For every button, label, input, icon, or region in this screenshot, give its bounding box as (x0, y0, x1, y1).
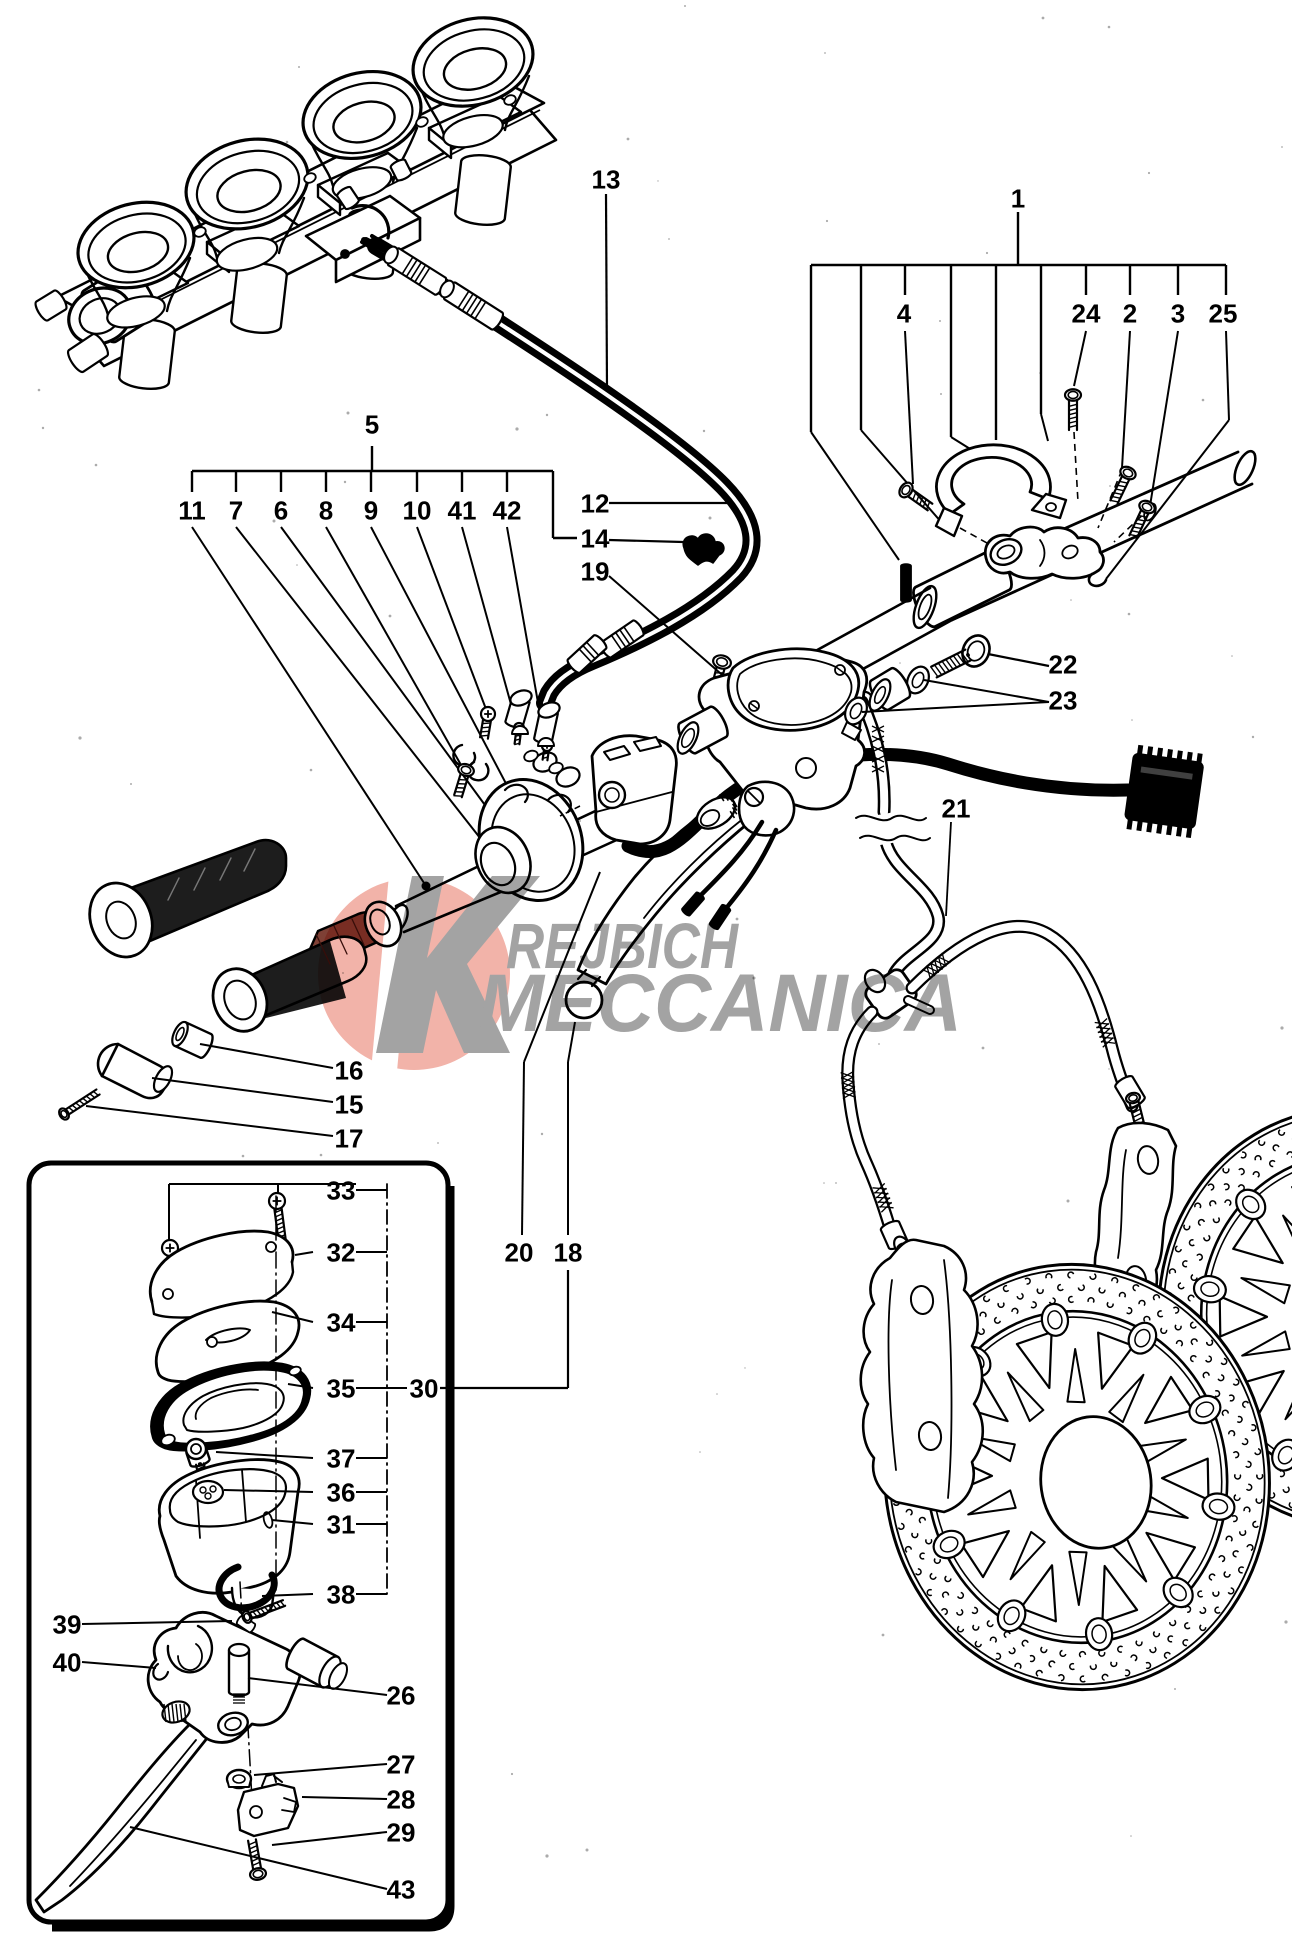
svg-text:25: 25 (1209, 299, 1238, 329)
svg-text:17: 17 (335, 1124, 364, 1154)
svg-text:33: 33 (327, 1176, 356, 1206)
svg-text:37: 37 (327, 1444, 356, 1474)
svg-text:9: 9 (364, 496, 378, 526)
svg-text:29: 29 (387, 1818, 416, 1848)
svg-text:40: 40 (53, 1648, 82, 1678)
svg-text:12: 12 (581, 489, 610, 519)
svg-text:4: 4 (897, 299, 912, 329)
svg-text:41: 41 (448, 496, 477, 526)
svg-text:28: 28 (387, 1785, 416, 1815)
svg-text:23: 23 (1049, 686, 1078, 716)
svg-text:30: 30 (410, 1374, 439, 1404)
svg-text:5: 5 (365, 410, 379, 440)
svg-text:34: 34 (327, 1308, 356, 1338)
svg-text:7: 7 (229, 496, 243, 526)
svg-text:16: 16 (335, 1056, 364, 1086)
svg-text:22: 22 (1049, 650, 1078, 680)
svg-text:REJBICH: REJBICH (506, 910, 739, 982)
svg-text:MECCANICA: MECCANICA (478, 958, 962, 1049)
svg-text:3: 3 (1171, 299, 1185, 329)
svg-text:15: 15 (335, 1090, 364, 1120)
svg-text:14: 14 (581, 524, 610, 554)
svg-text:39: 39 (53, 1610, 82, 1640)
svg-text:32: 32 (327, 1238, 356, 1268)
svg-text:43: 43 (387, 1875, 416, 1905)
svg-text:26: 26 (387, 1681, 416, 1711)
svg-text:35: 35 (327, 1374, 356, 1404)
svg-text:11: 11 (178, 496, 206, 526)
svg-text:42: 42 (493, 496, 522, 526)
svg-text:18: 18 (554, 1238, 583, 1268)
svg-text:2: 2 (1123, 299, 1137, 329)
svg-text:31: 31 (327, 1510, 356, 1540)
svg-text:21: 21 (942, 794, 971, 824)
svg-text:10: 10 (403, 496, 432, 526)
svg-text:24: 24 (1072, 299, 1101, 329)
svg-text:38: 38 (327, 1580, 356, 1610)
svg-text:27: 27 (387, 1750, 416, 1780)
svg-text:13: 13 (592, 165, 621, 195)
svg-text:19: 19 (581, 557, 610, 587)
svg-text:6: 6 (274, 496, 288, 526)
svg-text:36: 36 (327, 1478, 356, 1508)
svg-text:8: 8 (319, 496, 333, 526)
svg-text:20: 20 (505, 1238, 534, 1268)
svg-text:1: 1 (1011, 184, 1025, 214)
